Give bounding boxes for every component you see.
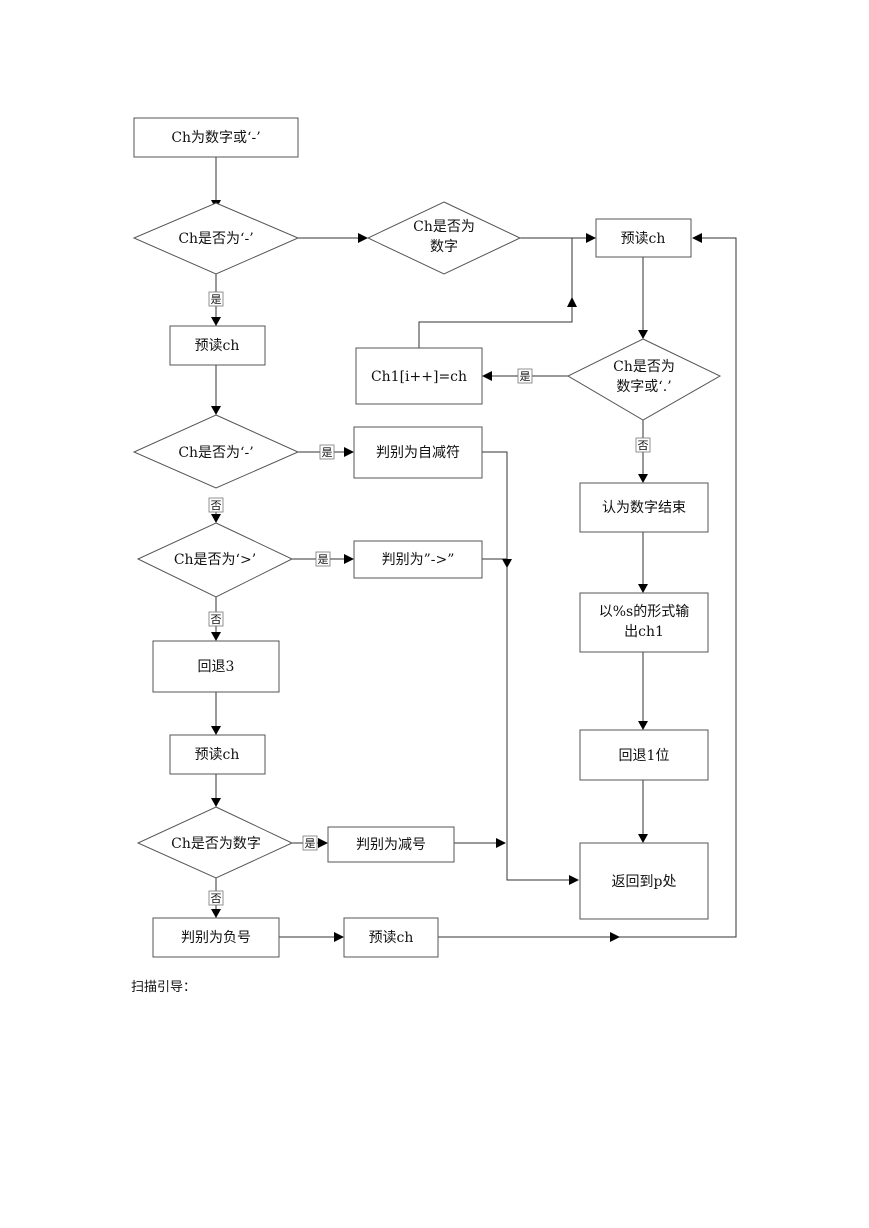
branch-label-yes-2: 是	[517, 368, 533, 384]
output-box-line1: 以%s的形式输	[599, 604, 690, 620]
svg-text:是: 是	[305, 837, 316, 850]
decrement-box-text: 判别为自减符	[376, 445, 460, 461]
preread-box-c-text: 预读ch	[195, 746, 240, 763]
branch-label-no-3: 否	[208, 611, 224, 627]
caption-text: 扫描引导：	[131, 980, 197, 995]
decision-is-digit-line2: 数字	[430, 239, 458, 255]
back1-box-text: 回退1位	[619, 748, 670, 764]
arrow-operator-box: 判别为”->”	[353, 540, 483, 579]
decision-is-digit-or-dot-line2: 数字或‘.’	[616, 379, 671, 395]
decision-is-minus: Ch是否为‘-’	[132, 202, 300, 275]
back3-box-text: 回退3	[198, 659, 235, 675]
minus-operator-box-text: 判别为减号	[356, 837, 426, 853]
back3-box: 回退3	[152, 640, 280, 693]
decision-is-digit-or-dot: Ch是否为 数字或‘.’	[566, 338, 722, 421]
branch-label-no-4: 否	[208, 890, 224, 906]
preread-box-c: 预读ch	[169, 734, 266, 775]
decision-is-digit-line1: Ch是否为	[413, 219, 475, 235]
decision-is-digit-2-text: Ch是否为数字	[171, 836, 261, 852]
preread-box-d: 预读ch	[343, 917, 439, 958]
svg-text:否: 否	[211, 613, 222, 626]
svg-text:否: 否	[211, 499, 222, 512]
start-box: Ch为数字或‘-’	[133, 117, 299, 158]
svg-text:是: 是	[211, 293, 222, 306]
branch-label-yes-3: 是	[319, 444, 335, 460]
back1-box: 回退1位	[579, 729, 709, 781]
svg-text:否: 否	[211, 892, 222, 905]
number-end-box-text: 认为数字结束	[602, 500, 686, 516]
start-box-text: Ch为数字或‘-’	[171, 130, 260, 146]
preread-box-a-text: 预读ch	[195, 337, 240, 354]
decision-is-minus-2: Ch是否为‘-’	[132, 414, 300, 489]
return-box-text: 返回到p处	[612, 874, 677, 890]
branch-label-no-1: 否	[635, 437, 651, 453]
decision-is-digit-2: Ch是否为数字	[136, 806, 294, 879]
decision-is-minus-2-text: Ch是否为‘-’	[178, 445, 253, 461]
preread-box-b: 预读ch	[595, 218, 692, 258]
branch-label-yes-1: 是	[208, 291, 224, 307]
decrement-box: 判别为自减符	[353, 426, 483, 479]
decision-is-digit-or-dot-line1: Ch是否为	[613, 359, 675, 375]
preread-box-a: 预读ch	[169, 325, 266, 366]
arrowheads	[211, 200, 702, 942]
negative-box: 判别为负号	[152, 917, 280, 958]
store-box: Ch1[i++]=ch	[355, 347, 483, 405]
branch-label-no-2: 否	[208, 497, 224, 513]
svg-text:是: 是	[520, 370, 531, 383]
preread-box-d-text: 预读ch	[369, 929, 414, 946]
preread-box-b-text: 预读ch	[621, 230, 666, 247]
decision-is-gt-text: Ch是否为‘>’	[174, 552, 256, 568]
arrow-operator-box-text: 判别为”->”	[382, 552, 455, 568]
store-box-text: Ch1[i++]=ch	[371, 369, 467, 385]
decision-is-digit: Ch是否为 数字	[366, 201, 522, 275]
svg-text:否: 否	[638, 439, 649, 452]
return-box: 返回到p处	[579, 842, 709, 920]
decision-is-gt: Ch是否为‘>’	[136, 522, 294, 598]
number-end-box: 认为数字结束	[579, 482, 709, 533]
svg-text:是: 是	[318, 553, 329, 566]
negative-box-text: 判别为负号	[181, 930, 251, 946]
decision-is-minus-text: Ch是否为‘-’	[178, 231, 253, 247]
svg-text:是: 是	[322, 446, 333, 459]
output-box-line2: 出ch1	[624, 624, 664, 640]
branch-label-yes-5: 是	[302, 835, 318, 851]
minus-operator-box: 判别为减号	[327, 826, 455, 863]
branch-label-yes-4: 是	[315, 551, 331, 567]
output-box: 以%s的形式输 出ch1	[579, 592, 709, 653]
